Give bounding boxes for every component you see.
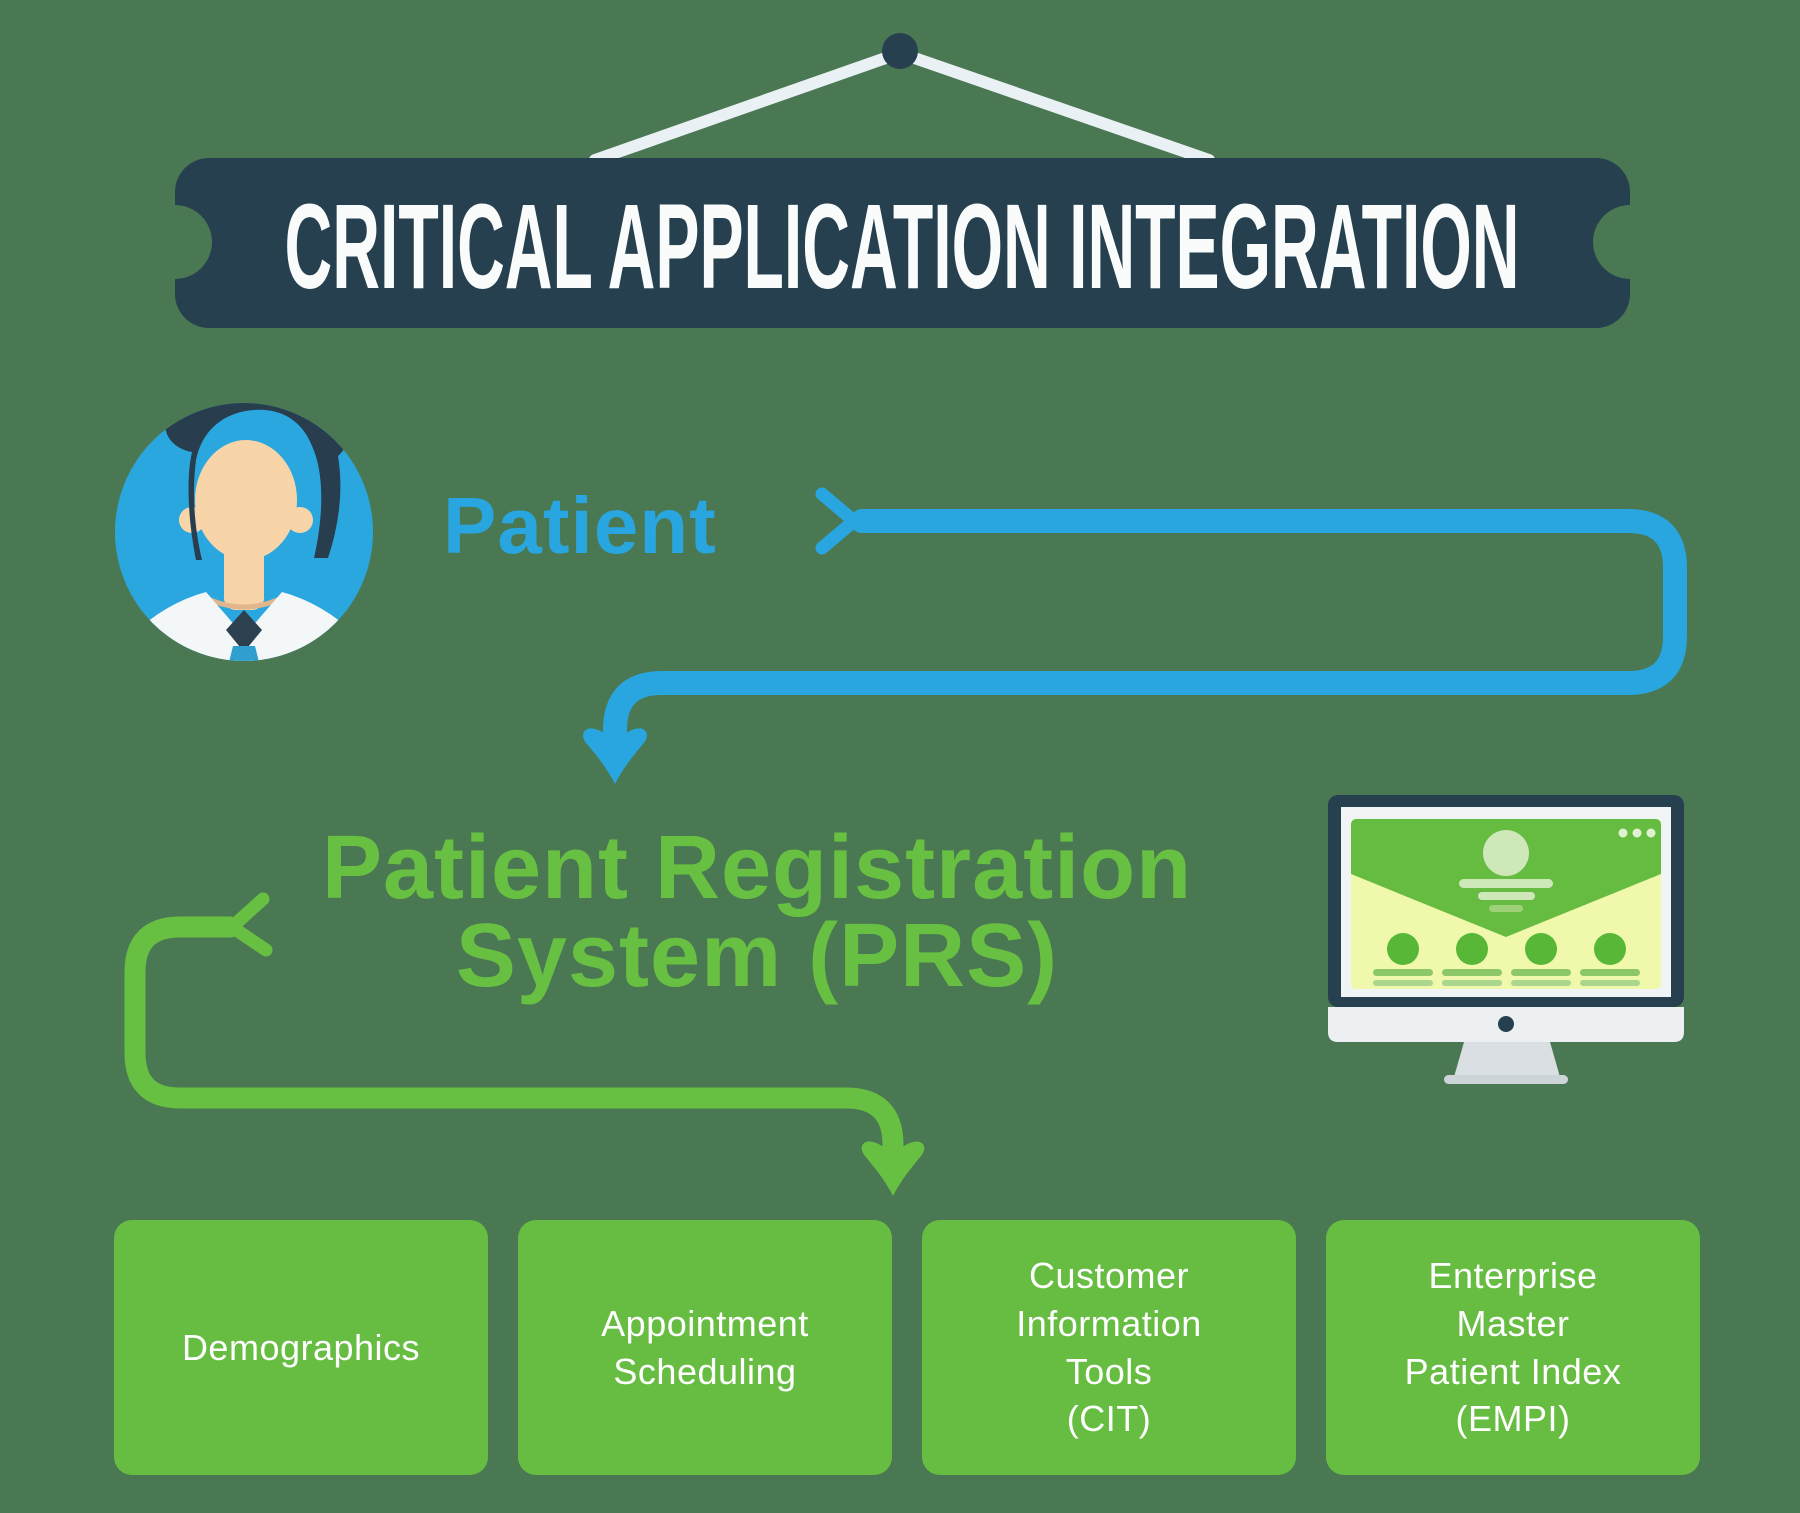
prs-label-line1: Patient Registration (321, 818, 1193, 918)
hanging-strings (589, 33, 1215, 166)
module-box-customer-information-tools: Customer Information Tools (CIT) (922, 1220, 1296, 1475)
module-box-label: Enterprise Master Patient Index (EMPI) (1404, 1255, 1622, 1440)
blue-arrow-fletching (815, 487, 861, 555)
hanging-pin-dot (882, 33, 918, 69)
monitor-screen (1351, 819, 1661, 989)
prs-to-modules-arrow (124, 892, 925, 1196)
blue-arrowhead-icon (583, 728, 647, 784)
title-banner: CRITICAL APPLICATION INTEGRATION (138, 158, 1667, 328)
module-box-appointment-scheduling: Appointment Scheduling (518, 1220, 892, 1475)
computer-monitor-illustration (1328, 795, 1684, 1084)
module-box-demographics: Demographics (114, 1220, 488, 1475)
patient-avatar (115, 403, 373, 661)
module-box-label: Demographics (181, 1326, 421, 1368)
green-arrowhead-icon (861, 1141, 925, 1196)
module-box-label: Customer Information Tools (CIT) (1016, 1255, 1202, 1440)
prs-label: Patient Registration System (PRS) (257, 818, 1257, 1006)
patient-to-prs-arrow (583, 487, 1687, 784)
module-box-label: Appointment Scheduling (601, 1302, 809, 1392)
prs-label-line2: System (PRS) (455, 906, 1059, 1006)
module-box-enterprise-master-patient-index: Enterprise Master Patient Index (EMPI) (1326, 1220, 1700, 1475)
patient-label: Patient (443, 481, 717, 570)
banner-title-text: CRITICAL APPLICATION INTEGRATION (285, 178, 1520, 314)
